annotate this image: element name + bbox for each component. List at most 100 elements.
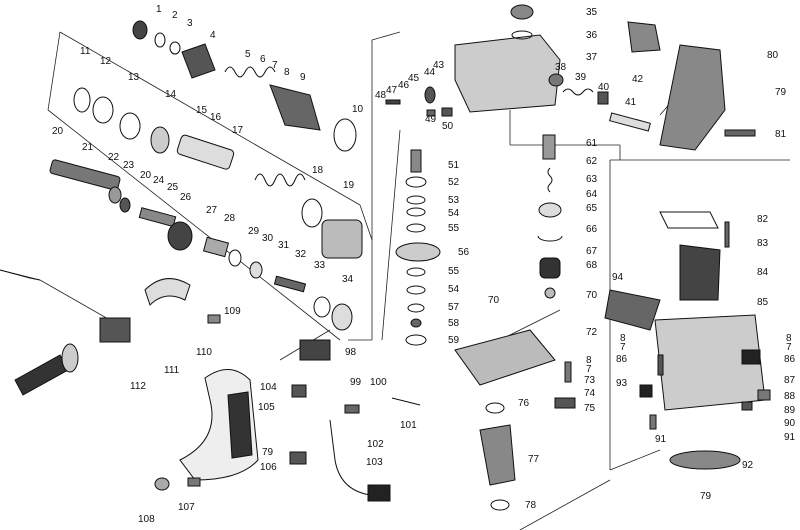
- label-97: 100: [370, 377, 387, 388]
- label-8a: 8: [586, 355, 592, 366]
- part-55b: [406, 267, 426, 277]
- part-95: [299, 339, 331, 361]
- label-62: 62: [586, 156, 598, 167]
- gear-housing: [454, 329, 576, 511]
- label-89: 89: [784, 405, 796, 416]
- chuck-assembly: [73, 20, 363, 259]
- label-54a: 54: [448, 208, 460, 219]
- label-3: 3: [187, 18, 193, 29]
- label-76: 76: [518, 398, 530, 409]
- part-34: [331, 303, 353, 331]
- label-106: 109: [224, 306, 241, 317]
- part-96: [344, 404, 360, 414]
- label-46: 46: [398, 80, 410, 91]
- part-1: [132, 20, 148, 40]
- part-79: [659, 44, 726, 151]
- part-94: [604, 289, 661, 331]
- label-65: 65: [586, 203, 598, 214]
- part-9-housing: [269, 84, 321, 131]
- label-91b: 91: [655, 434, 667, 445]
- label-56: 56: [458, 247, 470, 258]
- part-2: [154, 32, 166, 48]
- label-67: 67: [586, 246, 598, 257]
- part-84: [679, 244, 721, 301]
- label-12: 12: [100, 56, 112, 67]
- part-49: [426, 109, 436, 117]
- part-58: [410, 318, 422, 328]
- label-51: 51: [448, 160, 460, 171]
- part-70: [544, 287, 556, 299]
- gearbox: [385, 4, 756, 151]
- label-4: 4: [210, 30, 216, 41]
- part-91: [649, 414, 657, 430]
- label-87: 87: [784, 375, 796, 386]
- label-7b: 7: [620, 342, 626, 353]
- label-84: 84: [757, 267, 769, 278]
- label-55b: 55: [448, 266, 460, 277]
- label-105: 108: [138, 514, 155, 525]
- label-20a: 20: [52, 126, 64, 137]
- part-25: [138, 207, 177, 228]
- label-63: 63: [586, 174, 598, 185]
- part-83: [724, 221, 730, 248]
- label-41: 41: [625, 97, 637, 108]
- part-81: [724, 129, 756, 137]
- label-104: 107: [178, 502, 195, 513]
- label-8: 8: [284, 67, 290, 78]
- label-86b: 86: [784, 354, 796, 365]
- part-73: [564, 361, 572, 383]
- label-57: 57: [448, 302, 460, 313]
- part-110: [14, 354, 69, 396]
- label-78: 78: [525, 500, 537, 511]
- label-29: 29: [248, 226, 260, 237]
- label-52: 52: [448, 177, 460, 188]
- part-103: [289, 451, 307, 465]
- label-79: 80: [767, 50, 779, 61]
- label-7a: 7: [586, 364, 592, 375]
- part-66: [537, 235, 563, 242]
- part-61: [542, 134, 556, 160]
- part-29: [249, 261, 263, 279]
- label-15: 15: [196, 105, 208, 116]
- label-30: 30: [262, 233, 274, 244]
- part-4: [181, 43, 216, 79]
- part-111: [0, 269, 41, 281]
- label-80a: 79: [262, 447, 274, 458]
- label-70b: 70: [586, 290, 598, 301]
- label-45: 45: [408, 73, 420, 84]
- label-93: 93: [616, 378, 628, 389]
- part-82: [659, 211, 719, 229]
- label-22: 22: [108, 152, 120, 163]
- label-72: 72: [586, 327, 598, 338]
- label-26: 26: [180, 192, 192, 203]
- label-40: 40: [598, 82, 610, 93]
- label-17: 17: [232, 125, 244, 136]
- label-31: 31: [278, 240, 290, 251]
- part-92: [669, 450, 741, 470]
- part-3: [169, 41, 181, 55]
- label-91a: 91: [784, 432, 796, 443]
- part-63: [547, 167, 553, 193]
- label-73: 73: [584, 375, 596, 386]
- motor-housing: [604, 211, 771, 470]
- aux-handle: [0, 269, 221, 396]
- part-77: [479, 424, 516, 486]
- label-2: 2: [172, 10, 178, 21]
- label-42: 42: [632, 74, 644, 85]
- part-101: [291, 384, 307, 398]
- label-24: 24: [153, 175, 165, 186]
- part-50: [441, 107, 453, 117]
- label-8b: 8: [620, 333, 626, 344]
- part-57: [407, 303, 425, 313]
- part-105: [154, 477, 170, 491]
- label-82: 82: [757, 214, 769, 225]
- part-86: [657, 354, 664, 376]
- part-90: [741, 401, 753, 411]
- label-43: 43: [433, 60, 445, 71]
- label-7: 7: [272, 60, 278, 71]
- label-107: 110: [196, 347, 212, 358]
- label-101: 104: [260, 382, 277, 393]
- part-40: [597, 91, 609, 105]
- label-59: 59: [448, 335, 460, 346]
- label-94: 94: [612, 272, 624, 283]
